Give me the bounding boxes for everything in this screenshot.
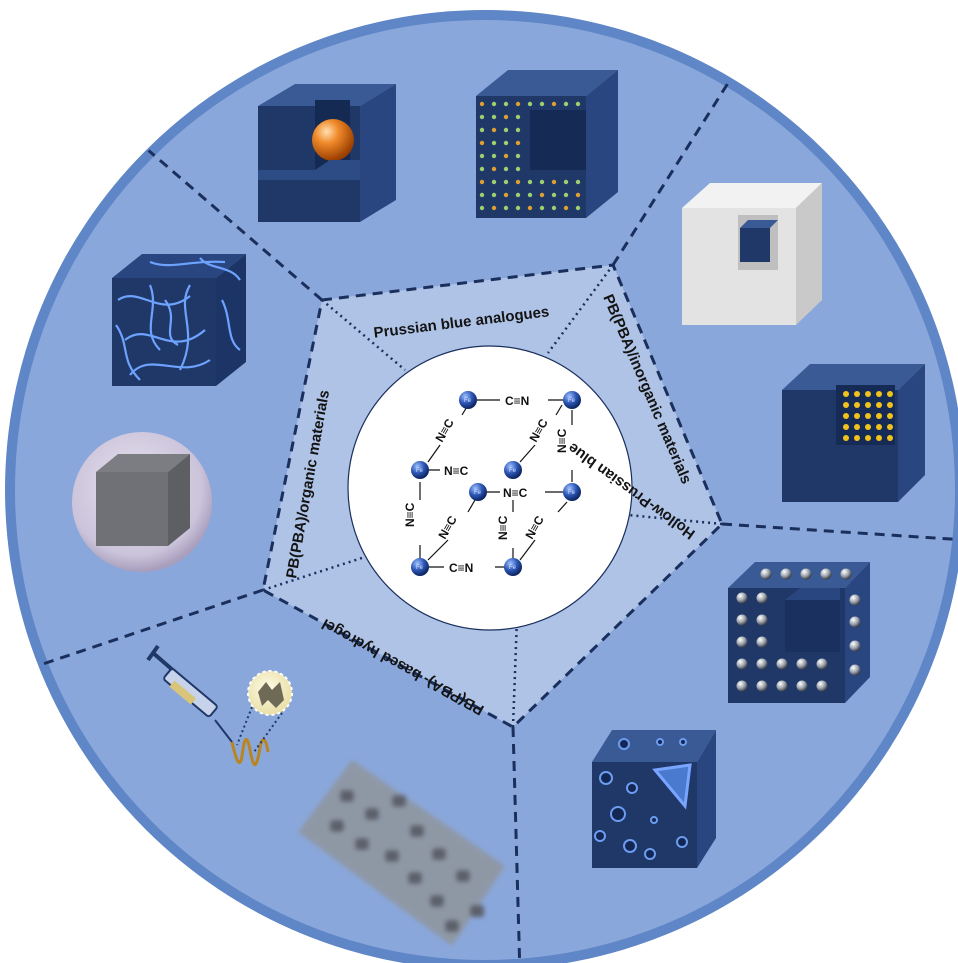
svg-text:Fe: Fe bbox=[509, 565, 517, 571]
porous-cube-illustration bbox=[728, 562, 870, 703]
hydrogel-patch-illustration bbox=[298, 760, 505, 946]
segment-dividers bbox=[39, 79, 958, 963]
fe-atom: Fe bbox=[563, 483, 581, 501]
fe-atom: Fe bbox=[411, 461, 429, 479]
center-circle bbox=[347, 345, 633, 631]
fiber-network-cube-illustration bbox=[112, 254, 246, 386]
fe-atom: Fe bbox=[504, 461, 522, 479]
fe-atom: Fe bbox=[459, 391, 477, 409]
inner-dividers bbox=[262, 264, 723, 728]
bond-left-lower: N≡C bbox=[403, 502, 417, 527]
dotted-lattice-cube-illustration bbox=[476, 70, 618, 218]
syringe-illustration bbox=[146, 644, 293, 767]
svg-text:Fe: Fe bbox=[568, 398, 576, 404]
holed-cube-illustration bbox=[592, 730, 716, 868]
bond-bottom: C≡N bbox=[449, 561, 473, 575]
fe-atom: Fe bbox=[504, 558, 522, 576]
svg-text:Fe: Fe bbox=[509, 468, 517, 474]
svg-text:Fe: Fe bbox=[464, 398, 472, 404]
svg-text:Fe: Fe bbox=[416, 565, 424, 571]
svg-text:Fe: Fe bbox=[416, 468, 424, 474]
bond-front-right: N≡C bbox=[503, 486, 528, 500]
fe-atom: Fe bbox=[563, 391, 581, 409]
bond-right-upper: N≡C bbox=[555, 428, 569, 453]
hollow-white-cube-illustration bbox=[682, 183, 822, 325]
core-shell-cube-illustration bbox=[258, 84, 396, 222]
bond-mid: N≡C bbox=[444, 464, 469, 478]
svg-text:Fe: Fe bbox=[568, 490, 576, 496]
inorganic-dot-cube-illustration bbox=[782, 364, 925, 502]
svg-text:Fe: Fe bbox=[474, 490, 482, 496]
orange-sphere bbox=[312, 119, 354, 161]
fe-atom: Fe bbox=[469, 483, 487, 501]
bond-top: C≡N bbox=[505, 394, 529, 408]
bond-right-lower: N≡C bbox=[496, 515, 510, 540]
organic-bubble-cube-illustration bbox=[72, 432, 212, 572]
fe-atom: Fe bbox=[411, 558, 429, 576]
